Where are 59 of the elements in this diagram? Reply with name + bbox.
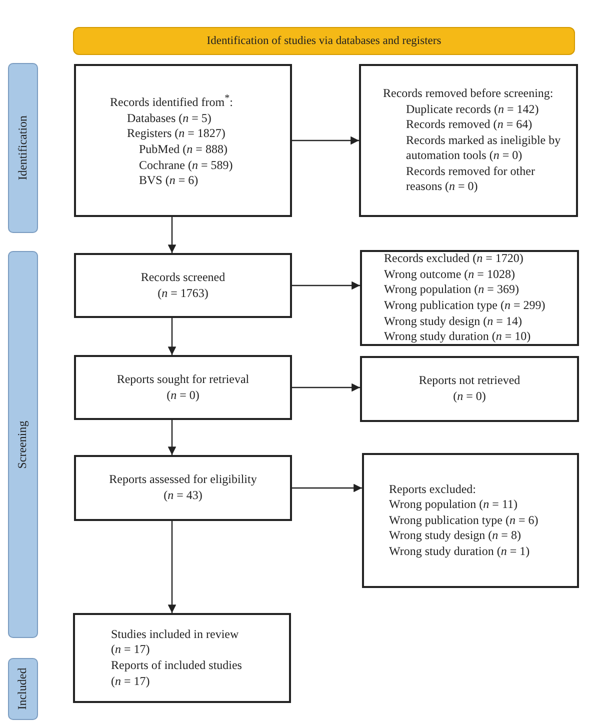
box-text: Wrong population (n = 369): [383, 282, 520, 298]
box-text: Wrong study duration (n = 10): [383, 329, 532, 345]
box-text: Reports sought for retrieval: [116, 372, 250, 388]
process-box: [362, 453, 579, 588]
box-text: Registers (n = 1827): [126, 126, 226, 142]
box-text: Reports of included studies: [110, 658, 243, 674]
box-text: Studies included in review: [110, 626, 240, 642]
phase-label-band: [8, 63, 38, 233]
box-text: Databases (n = 5): [126, 110, 212, 126]
arrow: [292, 281, 360, 290]
phase-label: Screening: [15, 420, 30, 468]
arrow: [292, 383, 360, 392]
arrow: [292, 484, 362, 492]
arrow: [168, 318, 176, 355]
box-text: (n = 43): [162, 488, 204, 504]
box-text: Reports assessed for eligibility: [108, 472, 258, 488]
box-text: (n = 0): [452, 389, 487, 405]
phase-label-band: [8, 251, 38, 638]
box-text: Wrong study duration (n = 1): [388, 544, 531, 560]
box-text: (n = 17): [110, 674, 151, 690]
box-text: (n = 0): [166, 388, 200, 404]
arrow: [168, 420, 176, 455]
process-box: [74, 355, 292, 420]
arrow: [168, 521, 176, 613]
box-text: Wrong study design (n = 14): [383, 314, 523, 330]
box-text: Duplicate records (n = 142): [405, 102, 540, 118]
process-box: [360, 250, 579, 346]
box-text: Records removed for other reasons (n = 0): [405, 164, 536, 196]
box-text: Identification of studies via databases and registers: [206, 34, 442, 48]
box-text: Wrong study design (n = 8): [388, 528, 522, 544]
process-box: [360, 356, 579, 422]
box-text: Wrong outcome (n = 1028): [383, 266, 516, 282]
arrow: [292, 136, 359, 145]
phase-label: Identification: [15, 116, 30, 180]
box-text: BVS (n = 6): [138, 173, 200, 189]
box-text: Records marked as ineligible by automation tools (n = 0): [405, 132, 562, 164]
box-text: Reports excluded:: [388, 482, 477, 498]
box-text: Cochrane (n = 589): [138, 158, 234, 174]
process-box: [74, 455, 292, 521]
process-box: [74, 253, 292, 318]
box-text: Records removed (n = 64): [405, 117, 534, 133]
box-text: Records identified from$^{*}$:: [109, 92, 234, 111]
box-text: Wrong population (n = 11): [388, 497, 518, 513]
box-text: Records screened: [140, 270, 226, 286]
box-text: (n = 1763): [156, 286, 210, 302]
process-box: [73, 613, 291, 703]
box-text: Records removed before screening:: [382, 86, 554, 102]
section-banner: [73, 27, 575, 55]
box-text: Wrong publication type (n = 6): [388, 512, 540, 528]
box-text: (n = 17): [110, 642, 151, 658]
box-text: Reports not retrieved: [418, 373, 522, 389]
box-text: Records excluded (n = 1720): [383, 251, 524, 267]
phase-label-band: [8, 658, 38, 720]
arrow: [168, 217, 176, 253]
process-box: [74, 64, 292, 217]
box-text: Wrong publication type (n = 299): [383, 298, 546, 314]
process-box: [359, 64, 578, 217]
box-text: PubMed (n = 888): [138, 142, 228, 158]
phase-label: Included: [15, 668, 30, 710]
